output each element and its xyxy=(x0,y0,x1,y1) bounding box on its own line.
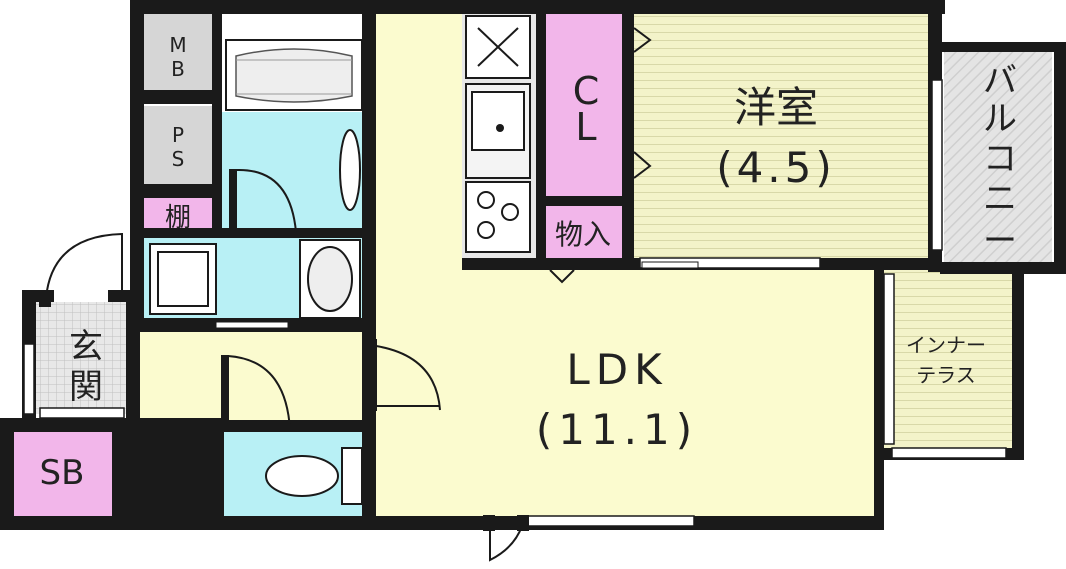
hall-floor xyxy=(140,330,375,420)
toilet-door xyxy=(221,355,291,431)
inner-terrace-label-2: テラス xyxy=(916,363,976,387)
western-room-openings xyxy=(523,79,1007,527)
balcony-char: コ xyxy=(983,139,1017,179)
closet-door-marks xyxy=(633,27,652,179)
ldk-size: (11.1) xyxy=(536,405,698,454)
shelf-floor xyxy=(144,198,214,232)
ldk-vent xyxy=(641,261,699,269)
sb-label: SB xyxy=(40,453,85,493)
balcony-char: バ xyxy=(983,61,1017,101)
mb-label-b: B xyxy=(171,57,185,81)
vent-strip xyxy=(215,321,289,329)
balcony-char: ニ xyxy=(983,179,1017,219)
western-room-label: 洋室 xyxy=(734,83,818,132)
kitchen xyxy=(465,15,531,253)
storage-label: 物入 xyxy=(555,218,611,251)
ldk-bottom-door xyxy=(483,515,529,562)
closet-label-c: C xyxy=(573,69,600,113)
western-room-floor xyxy=(632,12,934,264)
entrance-floor xyxy=(36,302,132,414)
ldk-label: LDK xyxy=(566,345,667,394)
sb-floor xyxy=(12,430,112,516)
balcony-char: ル xyxy=(983,99,1017,139)
ps-floor xyxy=(144,106,214,186)
mb-label-m: M xyxy=(169,33,186,57)
ldk-door xyxy=(369,339,441,411)
toilet xyxy=(265,447,363,505)
balcony-char: ー xyxy=(983,221,1017,261)
shower-fixture xyxy=(339,129,361,211)
closet-floor xyxy=(544,12,632,198)
bathroom-door xyxy=(229,168,297,233)
ps-label-s: S xyxy=(172,147,185,171)
entrance-label-1: 玄 xyxy=(69,327,103,367)
wash-basin xyxy=(299,239,361,319)
mb-floor xyxy=(144,14,214,92)
bathtub xyxy=(225,39,363,111)
balcony-floor xyxy=(944,50,1052,266)
entrance-step xyxy=(39,407,125,419)
ps-label-p: P xyxy=(172,123,184,147)
western-room-size: (4.5) xyxy=(716,143,836,192)
washing-machine xyxy=(149,243,217,315)
entrance-door xyxy=(39,232,123,307)
storage-door-mark xyxy=(549,269,575,284)
inner-terrace-floor xyxy=(880,270,1020,456)
entrance-window xyxy=(23,343,35,415)
entrance-label-2: 関 xyxy=(69,367,103,407)
inner-terrace-label-1: インナー xyxy=(906,333,986,357)
closet-label-l: L xyxy=(575,105,596,149)
shelf-label: 棚 xyxy=(165,203,191,233)
storage-floor xyxy=(544,206,622,258)
